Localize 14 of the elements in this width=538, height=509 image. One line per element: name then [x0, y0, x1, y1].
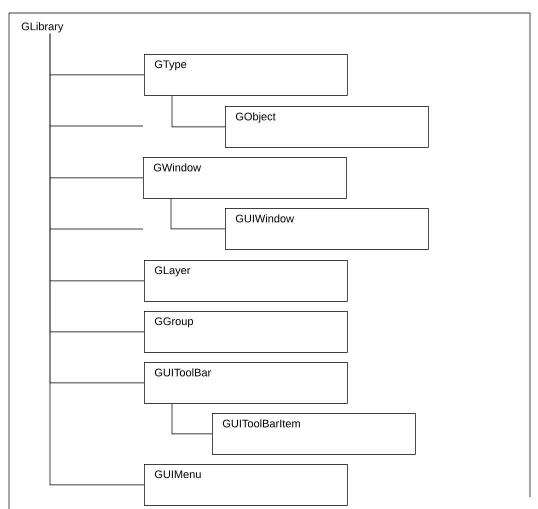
- class-box: GUIMenu: [144, 464, 348, 506]
- connector: [172, 95, 226, 128]
- library-label: GLibrary: [22, 22, 64, 32]
- class-box: GObject: [225, 106, 429, 148]
- connector: [170, 198, 226, 230]
- class-box: GUIWindow: [225, 208, 429, 250]
- class-box: GUIToolBar: [144, 362, 348, 404]
- class-box: GWindow: [143, 157, 347, 199]
- connector: [50, 33, 144, 486]
- class-box: GType: [144, 54, 348, 96]
- class-box: GUIToolBarItem: [212, 413, 416, 455]
- class-box: GGroup: [144, 311, 348, 353]
- connector: [172, 403, 212, 434]
- class-box: GLayer: [144, 260, 348, 302]
